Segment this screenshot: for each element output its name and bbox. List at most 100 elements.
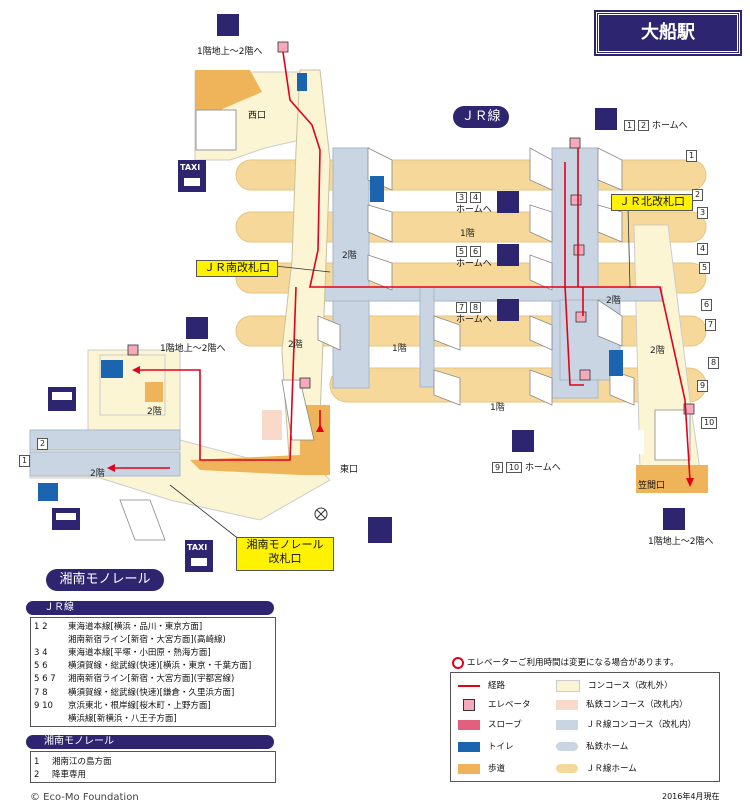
platform-number-1: 1	[686, 150, 697, 162]
legend-text: 湘南江の島方面	[52, 757, 112, 767]
platform-number-7: 7	[705, 319, 716, 331]
monorail-label: 湘南モノレール	[46, 569, 164, 591]
jr-line-label: ＪＲ線	[453, 106, 509, 128]
legend-tag: 9 10	[34, 701, 68, 711]
home-56-label: 5 6 ホームへ	[456, 247, 492, 269]
floor-2f-label: 2階	[90, 466, 105, 479]
key-concourse-out: コンコース（改札外）	[556, 679, 673, 692]
jr-south-gate: ＪＲ南改札口	[196, 260, 278, 277]
legend-text: 横浜線[新横浜・八王子方面]	[68, 714, 177, 724]
home-12-label: 1 2 ホームへ	[624, 121, 688, 131]
key-jr-concourse-text: ＪＲ線コンコース（改札内）	[586, 720, 696, 730]
floor-2f-label: 2階	[342, 248, 357, 261]
key-route-text: 経路	[488, 681, 505, 691]
monorail-platform-1	[30, 452, 180, 476]
key-slope: スロープ	[458, 718, 522, 730]
legend-jr-row: 横浜線[新横浜・八王子方面]	[34, 712, 177, 724]
key-private-concourse-text: 私鉄コンコース（改札内）	[586, 700, 688, 710]
legend-jr-header: ＪＲ線	[26, 601, 274, 615]
platform-num: 3	[456, 192, 467, 203]
legend-text: 東海道本線[平塚・小田原・熱海方面]	[68, 648, 211, 658]
floor-1f-label: 1階	[460, 226, 475, 239]
legend-text: 降車専用	[52, 770, 86, 780]
key-slope-text: スロープ	[488, 720, 522, 730]
platform-number-5: 5	[699, 262, 710, 274]
legend-text: 湘南新宿ライン[新宿・大宮方面](宇都宮線)	[68, 674, 234, 684]
legend-text: 湘南新宿ライン[新宿・大宮方面](高崎線)	[68, 635, 226, 645]
jr-home-swatch-icon	[556, 764, 578, 773]
slope-swatch-icon	[458, 720, 480, 730]
key-elevator-text: エレベータ	[488, 700, 531, 710]
legend-text: 京浜東北・根岸線[桜木町・上野方面]	[68, 701, 211, 711]
date-label: 2016年4月現在	[662, 793, 719, 801]
key-jr-home: ＪＲ線ホーム	[556, 762, 637, 774]
key-concourse-out-text: コンコース（改札外）	[588, 681, 673, 691]
legend-jr-row: 7 8横須賀線・総武線(快速)[鎌倉・久里浜方面]	[34, 686, 234, 698]
legend-tag: 7 8	[34, 688, 68, 698]
monorail-platform-number-1: 1	[19, 455, 30, 467]
platform-number-6: 6	[701, 299, 712, 311]
platform-number-10: 10	[701, 417, 717, 429]
key-route: 経路	[458, 679, 505, 691]
platform-num: 9	[492, 462, 503, 473]
monorail-platform-number-2: 2	[37, 438, 48, 450]
platform-number-9: 9	[697, 380, 708, 392]
elevator-west-label: 1階地上～2階へ	[197, 48, 262, 57]
monorail-walkway	[145, 382, 163, 402]
elevator-key-icon	[463, 699, 475, 711]
concourse-out-swatch-icon	[556, 680, 580, 692]
home-34-text: ホームへ	[456, 206, 492, 215]
key-jr-concourse: ＪＲ線コンコース（改札内）	[556, 718, 696, 730]
key-elevator: エレベータ	[458, 698, 531, 711]
legend-jr-row: 湘南新宿ライン[新宿・大宮方面](高崎線)	[34, 633, 226, 645]
platform-num: 4	[470, 192, 481, 203]
home-910-label: 9 10 ホームへ	[492, 463, 561, 473]
toilet-swatch-icon	[458, 742, 480, 752]
home-12-text: ホームへ	[652, 121, 688, 131]
legend-jr-row: 5 6横須賀線・総武線(快速)[横浜・東京・千葉方面]	[34, 659, 251, 671]
floor-2f-label: 2階	[606, 293, 621, 306]
key-private-home-text: 私鉄ホーム	[586, 742, 628, 752]
platform-number-3: 3	[697, 207, 708, 219]
west-exit-label: 西口	[248, 112, 266, 121]
legend-text: 横須賀線・総武線(快速)[鎌倉・久里浜方面]	[68, 688, 234, 698]
kasama-exit-label: 笠間口	[638, 482, 665, 491]
elevator-notice: エレベーターご利用時間は変更になる場合があります。	[452, 656, 679, 669]
key-toilet: トイレ	[458, 740, 514, 752]
taxi-label: TAXI	[187, 544, 207, 552]
private-concourse-swatch-icon	[556, 700, 578, 710]
taxi-icon	[178, 160, 213, 572]
monorail-gate-line2: 改札口	[237, 552, 333, 566]
walkway-swatch-icon	[458, 764, 480, 774]
platform-num: 2	[638, 120, 649, 131]
jr-concourse-swatch-icon	[556, 720, 578, 730]
home-910-text: ホームへ	[525, 463, 561, 473]
floor-1f-label: 1階	[392, 341, 407, 354]
floor-1f-label: 1階	[490, 400, 505, 413]
key-walkway: 歩道	[458, 762, 505, 774]
platform-num: 1	[624, 120, 635, 131]
platform-num: 6	[470, 246, 481, 257]
elevator-monorail-label: 1階地上～2階へ	[160, 345, 225, 354]
notice-circle-icon	[452, 657, 464, 669]
legend-text: 横須賀線・総武線(快速)[横浜・東京・千葉方面]	[68, 661, 251, 671]
monorail-gate-line1: 湘南モノレール	[237, 538, 333, 552]
station-name-title: 大船駅	[596, 12, 740, 54]
home-78-text: ホームへ	[456, 316, 492, 325]
floor-2f-label: 2階	[650, 343, 665, 356]
jr-north-gate: ＪＲ北改札口	[611, 194, 693, 211]
legend-tag: 3 4	[34, 648, 68, 658]
platform-number-8: 8	[708, 357, 719, 369]
notice-text: エレベーターご利用時間は変更になる場合があります。	[467, 658, 679, 668]
platform-number-2: 2	[692, 189, 703, 201]
legend-monorail-header: 湘南モノレール	[26, 735, 274, 749]
platform-num: 7	[456, 302, 467, 313]
legend-tag: 5 6	[34, 661, 68, 671]
elevator-kasama-label: 1階地上～2階へ	[648, 538, 713, 547]
copyright: © Eco-Mo Foundation	[30, 793, 139, 803]
